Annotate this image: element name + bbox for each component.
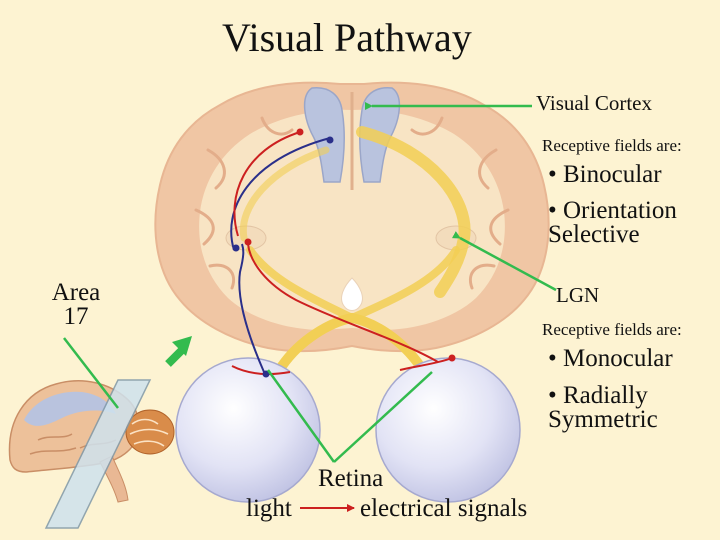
optic-tract-left [246, 246, 356, 322]
arrow-to-lgn [451, 231, 557, 292]
lgn-rf-heading: Receptive fields are: [542, 320, 682, 339]
sagittal-brain [8, 379, 175, 529]
cortical-folds [194, 116, 510, 290]
eyeball-right [375, 357, 521, 503]
optic-radiation-left [239, 146, 330, 242]
ventricle-left [303, 87, 345, 183]
optic-radiation-right [356, 126, 471, 298]
neuron-blue-cortex [326, 136, 334, 144]
visual-cortex-label: Visual Cortex [536, 91, 652, 115]
line-retina-right [333, 371, 433, 463]
axon-blue-retina-to-lgn [238, 243, 265, 373]
optic-nerve-right [347, 313, 425, 371]
area-17-label: Area 17 [51, 279, 101, 330]
optic-tract-right [348, 246, 460, 322]
neuron-blue-lgn [232, 244, 240, 252]
electrode-slab [44, 379, 152, 529]
line-area-17 [63, 337, 119, 409]
axon-retina-right-red [399, 357, 453, 371]
neuron-red-cortex [296, 128, 304, 136]
axon-red-lgn-to-cortex [233, 131, 301, 237]
lgn-rf-radially: • Radially Symmetric [548, 382, 658, 433]
retina-label: Retina [318, 465, 384, 492]
neuron-blue-retina [262, 370, 270, 378]
lgn-label: LGN [556, 283, 600, 307]
cortex-rf-orientation: • Orientation Selective [548, 197, 677, 248]
axon-red-retina-to-lgn [247, 243, 439, 363]
line-retina-left [266, 369, 336, 463]
optic-nerve-left [277, 313, 357, 371]
page-title: Visual Pathway [222, 15, 472, 60]
neuron-red-lgn [244, 238, 252, 246]
cerebellum [125, 409, 175, 455]
block-arrow-up-right [165, 336, 192, 367]
cortex-rf-heading: Receptive fields are: [542, 136, 682, 155]
axon-blue-lgn-to-cortex [230, 137, 331, 251]
neuron-red-retina [448, 354, 456, 362]
light-label: light [246, 495, 292, 522]
pointer-arrows [63, 102, 557, 512]
lgn-rf-monocular: • Monocular [548, 345, 673, 372]
axon-retina-left-red [231, 365, 291, 375]
cortex-rf-binocular: • Binocular [548, 161, 662, 188]
eyeball-left [175, 357, 321, 503]
electrical-signals-label: electrical signals [360, 495, 528, 522]
brain-section [154, 81, 550, 371]
neural-pathways [230, 131, 453, 375]
sagittal-cortex-highlight [24, 391, 116, 426]
third-ventricle [341, 277, 363, 311]
